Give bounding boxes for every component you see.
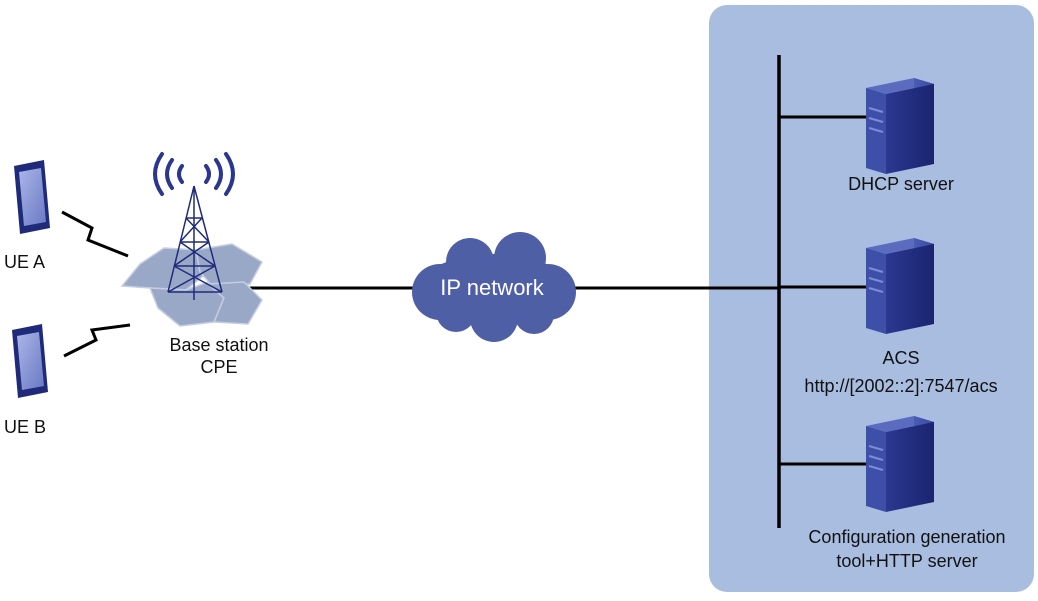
base-station-tower-icon [167, 185, 223, 300]
base-station-label-line1: Base station [169, 335, 269, 355]
config-tool-label: Configuration generation tool+HTTP serve… [808, 526, 1005, 572]
acs-label: ACS http://[2002::2]:7547/acs [804, 347, 997, 397]
acs-server-icon [866, 238, 934, 334]
ip-network-label: IP network [440, 275, 544, 300]
ue-a-label: UE A [4, 252, 46, 272]
coverage-hexagons [120, 243, 264, 327]
ue-b-tablet-icon [12, 324, 48, 398]
dhcp-server-label: DHCP server [848, 174, 954, 194]
config-tool-label-line1: Configuration generation [808, 527, 1006, 547]
ue-a-wireless-link-icon [61, 210, 129, 258]
ue-a-tablet-icon [14, 160, 50, 234]
ue-b-wireless-link-icon [63, 323, 131, 358]
base-station-label: Base station CPE [169, 334, 268, 378]
config-tool-label-line2: tool+HTTP server [836, 551, 978, 571]
ip-network-cloud-icon [412, 232, 576, 342]
base-station-label-line2: CPE [200, 357, 238, 377]
acs-label-name: ACS [882, 348, 920, 368]
config-http-server-icon [866, 416, 934, 512]
radio-waves-icon [153, 152, 235, 196]
dhcp-server-icon [866, 78, 934, 174]
ue-b-label: UE B [4, 417, 47, 437]
acs-url: http://[2002::2]:7547/acs [804, 376, 998, 396]
